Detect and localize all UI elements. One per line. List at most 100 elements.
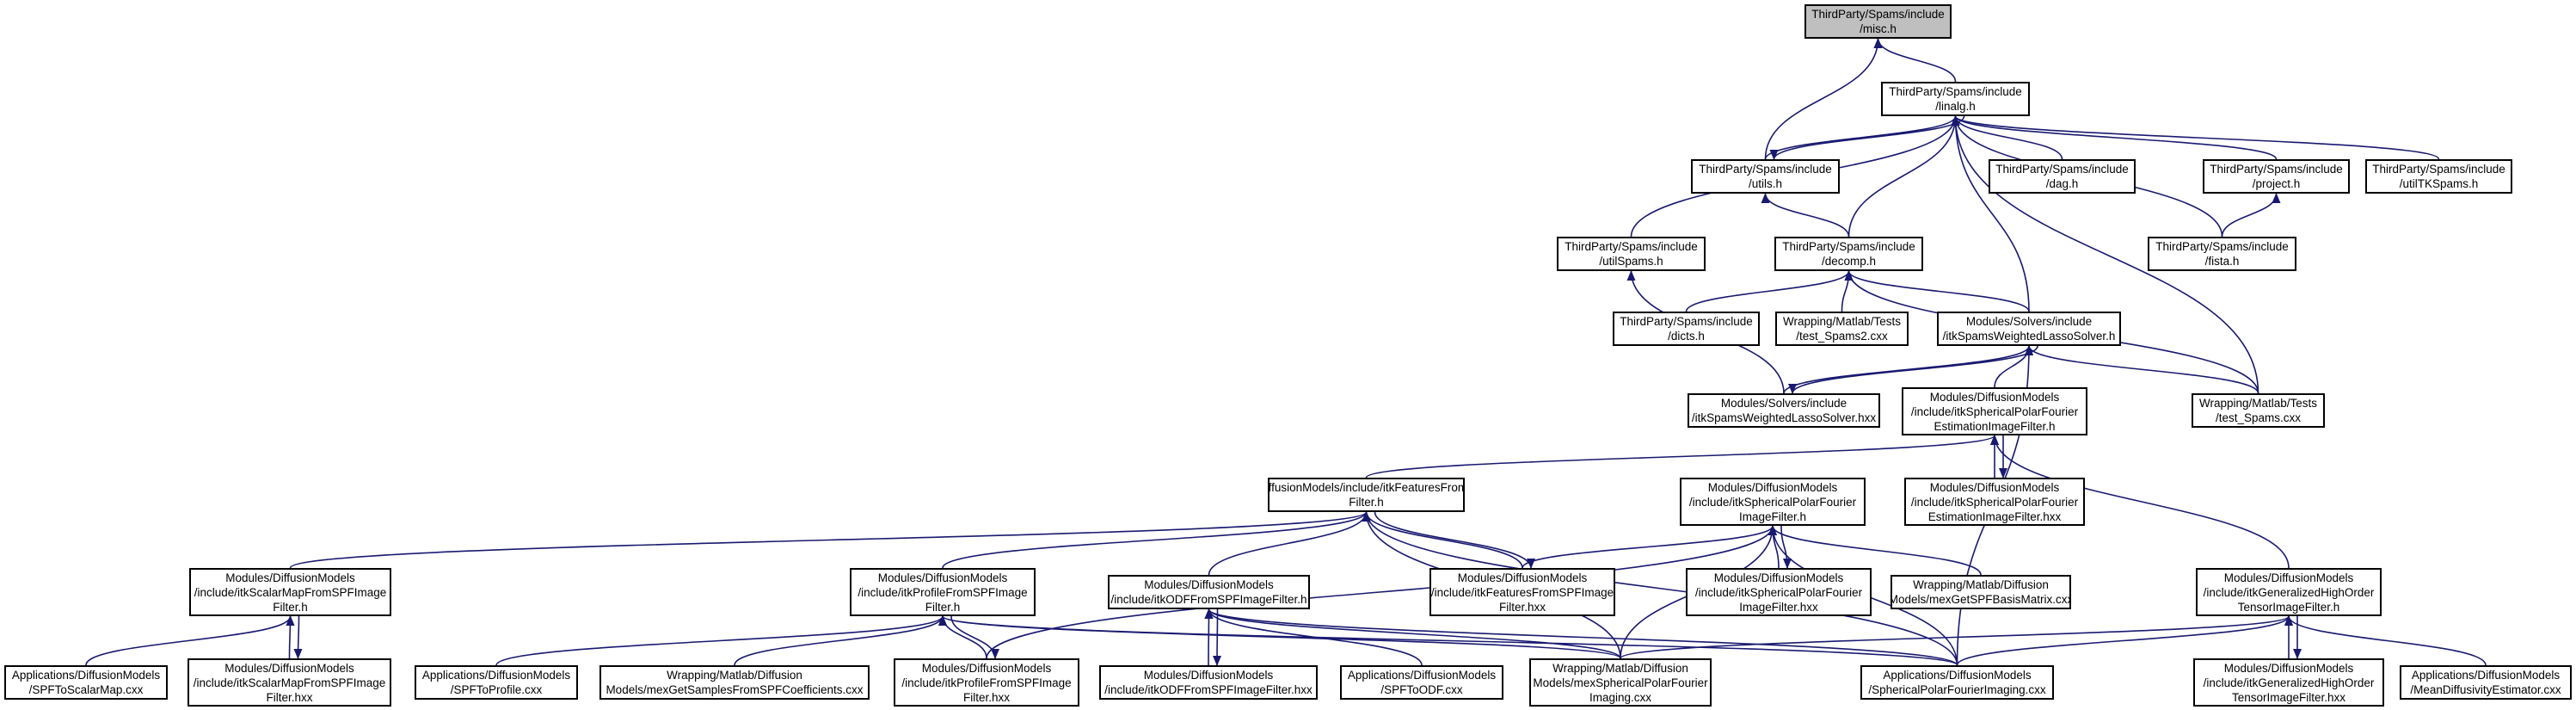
node-gho-tensor-filter-hxx-line2: /include/itkGeneralizedHighOrder	[2203, 676, 2375, 689]
edge-linalg-to-utils	[1769, 115, 1965, 160]
node-spf-to-profile-cxx-line2: /SPFToProfile.cxx	[450, 683, 543, 696]
node-gho-tensor-filter-hxx-line1: Modules/DiffusionModels	[2223, 661, 2354, 675]
node-spf-to-scalar-map-cxx-line1: Applications/DiffusionModels	[11, 669, 161, 682]
edge-mexsamples-to-profileh	[734, 615, 947, 666]
node-profile-filter-hxx[interactable]: Modules/DiffusionModels /include/itkProf…	[894, 658, 1079, 707]
node-spf-image-filter-hxx-line2: /include/itkSphericalPolarFourier	[1694, 585, 1863, 599]
node-scalar-map-filter-h-line3: Filter.h	[273, 600, 308, 614]
edge-ghoh-to-spfesth	[1990, 435, 2290, 569]
node-gho-tensor-filter-h-line1: Modules/DiffusionModels	[2223, 571, 2354, 584]
node-features-from-spf-filter-hxx[interactable]: Modules/DiffusionModels /include/itkFeat…	[1429, 568, 1615, 616]
node-dicts-h-line1: ThirdParty/Spams/include	[1620, 315, 1753, 328]
edge-odfhxx-to-odfh	[1204, 608, 1214, 666]
node-decomp-h-line2: /decomp.h	[1821, 255, 1877, 268]
node-spams-lasso-solver-hxx[interactable]: Modules/Solvers/include /itkSpamsWeighte…	[1688, 393, 1880, 428]
node-spf-image-filter-h[interactable]: Modules/DiffusionModels /include/itkSphe…	[1680, 478, 1866, 526]
node-spf-to-scalar-map-cxx[interactable]: Applications/DiffusionModels /SPFToScala…	[4, 665, 168, 700]
node-test-spams2-cxx[interactable]: Wrapping/Matlab/Tests /test_Spams2.cxx	[1775, 312, 1909, 346]
node-test-spams2-cxx-line2: /test_Spams2.cxx	[1796, 330, 1888, 343]
node-utils-h[interactable]: ThirdParty/Spams/include /utils.h	[1691, 159, 1840, 194]
node-fista-h[interactable]: ThirdParty/Spams/include /fista.h	[2148, 237, 2296, 271]
edge-spftoodf-to-odfh	[1204, 608, 1423, 666]
node-mex-spf-basis-matrix-cxx-line1: Wrapping/Matlab/Diffusion	[1913, 578, 2049, 591]
node-mean-diffusivity-estimator-cxx[interactable]: Applications/DiffusionModels /MeanDiffus…	[2400, 665, 2572, 700]
edge-scalarhxx-to-scalarh	[286, 615, 295, 659]
node-spams-lasso-solver-hxx-line2: /itkSpamsWeightedLassoSolver.hxx	[1691, 411, 1877, 424]
node-spf-image-filter-hxx[interactable]: Modules/DiffusionModels /include/itkSphe…	[1686, 568, 1872, 616]
node-utils-h-line1: ThirdParty/Spams/include	[1699, 163, 1832, 176]
node-odf-filter-hxx[interactable]: Modules/DiffusionModels /include/itkODFF…	[1099, 665, 1318, 700]
node-misc-h-line1: ThirdParty/Spams/include	[1811, 8, 1945, 21]
node-mean-diffusivity-estimator-cxx-line2: /MeanDiffusivityEstimator.cxx	[2410, 683, 2561, 696]
edge-testspams-to-linalg	[1951, 115, 2259, 394]
node-linalg-h-line1: ThirdParty/Spams/include	[1889, 85, 2022, 98]
node-mex-samples-from-spf-cxx[interactable]: Wrapping/Matlab/Diffusion Models/mexGetS…	[599, 665, 870, 700]
node-spf-to-odf-cxx[interactable]: Applications/DiffusionModels /SPFToODF.c…	[1340, 665, 1503, 700]
node-mex-spf-imaging-cxx[interactable]: Wrapping/Matlab/Diffusion Models/mexSphe…	[1529, 658, 1712, 707]
node-spf-image-filter-hxx-line3: ImageFilter.hxx	[1739, 600, 1818, 614]
node-features-from-spf-filter-h-line2: Filter.h	[1349, 496, 1384, 509]
node-mex-samples-from-spf-cxx-line1: Wrapping/Matlab/Diffusion	[667, 669, 802, 682]
node-mex-spf-imaging-cxx-line2: Models/mexSphericalPolarFourier	[1533, 676, 1708, 689]
edge-utils-to-misc	[1764, 38, 1883, 160]
edge-spfimgh-to-spfimghxx	[1780, 525, 1792, 569]
node-misc-h[interactable]: ThirdParty/Spams/include /misc.h	[1804, 4, 1952, 39]
node-dag-h[interactable]: ThirdParty/Spams/include /dag.h	[1989, 159, 2136, 194]
edge-spfimaging-to-odfh	[1204, 608, 1958, 666]
edge-odfh-to-featuresh	[1208, 511, 1371, 576]
node-linalg-h-line2: /linalg.h	[1935, 100, 1976, 113]
node-test-spams-cxx[interactable]: Wrapping/Matlab/Tests /test_Spams.cxx	[2192, 393, 2325, 428]
node-utilspams-h-line2: /utilSpams.h	[1599, 255, 1663, 268]
node-gho-tensor-filter-hxx[interactable]: Modules/DiffusionModels /include/itkGene…	[2193, 658, 2384, 707]
node-spf-estimation-filter-h-line3: EstimationImageFilter.h	[1934, 419, 2056, 433]
edge-decomp-to-utils	[1761, 193, 1850, 238]
node-scalar-map-filter-hxx[interactable]: Modules/DiffusionModels /include/itkScal…	[188, 658, 391, 707]
node-features-from-spf-filter-hxx-line3: Filter.hxx	[1498, 600, 1546, 614]
node-mex-spf-basis-matrix-cxx-line2: Models/mexGetSPFBasisMatrix.cxx	[1891, 593, 2071, 606]
node-gho-tensor-filter-h[interactable]: Modules/DiffusionModels /include/itkGene…	[2196, 568, 2382, 616]
node-mex-spf-basis-matrix-cxx[interactable]: Wrapping/Matlab/Diffusion Models/mexGetS…	[1891, 575, 2071, 609]
node-scalar-map-filter-hxx-line1: Modules/DiffusionModels	[224, 661, 354, 675]
node-spf-imaging-cxx-line1: Applications/DiffusionModels	[1883, 669, 2032, 682]
node-odf-filter-h[interactable]: Modules/DiffusionModels /include/itkODFF…	[1108, 575, 1310, 609]
node-decomp-h-line1: ThirdParty/Spams/include	[1782, 240, 1915, 253]
node-spams-lasso-solver-h[interactable]: Modules/Solvers/include /itkSpamsWeighte…	[1937, 312, 2121, 346]
node-scalar-map-filter-hxx-line3: Filter.hxx	[266, 690, 313, 704]
node-mex-samples-from-spf-cxx-line2: Models/mexGetSamplesFromSPFCoefficients.…	[606, 683, 864, 696]
node-utilspams-h[interactable]: ThirdParty/Spams/include /utilSpams.h	[1557, 237, 1706, 271]
node-utilspams-h-line1: ThirdParty/Spams/include	[1565, 240, 1698, 253]
node-spf-image-filter-h-line2: /include/itkSphericalPolarFourier	[1688, 495, 1857, 509]
node-spf-to-scalar-map-cxx-line2: /SPFToScalarMap.cxx	[28, 683, 144, 696]
node-spf-estimation-filter-h[interactable]: Modules/DiffusionModels /include/itkSphe…	[1902, 387, 2087, 435]
node-spams-lasso-solver-hxx-line1: Modules/Solvers/include	[1720, 397, 1847, 410]
node-features-from-spf-filter-hxx-line1: Modules/DiffusionModels	[1457, 571, 1588, 584]
node-odf-filter-h-line1: Modules/DiffusionModels	[1144, 578, 1274, 591]
edge-profileh-to-featuresh	[942, 511, 1371, 569]
node-profile-filter-hxx-line2: /include/itkProfileFromSPFImage	[901, 676, 1072, 689]
node-spf-estimation-filter-hxx[interactable]: Modules/DiffusionModels /include/itkSphe…	[1904, 478, 2085, 526]
node-spf-imaging-cxx[interactable]: Applications/DiffusionModels /SphericalP…	[1860, 665, 2054, 700]
edge-scalarh-to-scalarhxx	[293, 615, 303, 659]
node-scalar-map-filter-h[interactable]: Modules/DiffusionModels /include/itkScal…	[189, 568, 391, 616]
node-scalar-map-filter-h-line2: /include/itkScalarMapFromSPFImage	[194, 585, 387, 599]
node-profile-filter-h-line3: Filter.h	[925, 600, 961, 614]
node-profile-filter-h[interactable]: Modules/DiffusionModels /include/itkProf…	[850, 568, 1036, 616]
node-spf-to-odf-cxx-line2: /SPFToODF.cxx	[1380, 683, 1463, 696]
node-spf-to-profile-cxx-line1: Applications/DiffusionModels	[421, 669, 571, 682]
node-utiltkspams-h[interactable]: ThirdParty/Spams/include /utilTKSpams.h	[2365, 159, 2512, 194]
node-mex-spf-imaging-cxx-line1: Wrapping/Matlab/Diffusion	[1552, 661, 1688, 675]
node-linalg-h[interactable]: ThirdParty/Spams/include /linalg.h	[1881, 82, 2030, 116]
node-dag-h-line1: ThirdParty/Spams/include	[1995, 163, 2129, 176]
edge-utiltk-to-linalg	[1951, 115, 2440, 160]
node-dicts-h[interactable]: ThirdParty/Spams/include /dicts.h	[1613, 312, 1760, 346]
node-mean-diffusivity-estimator-cxx-line1: Applications/DiffusionModels	[2411, 669, 2561, 682]
node-features-from-spf-filter-h[interactable]: Modules/DiffusionModels/include/itkFeatu…	[1268, 478, 1465, 512]
node-decomp-h[interactable]: ThirdParty/Spams/include /decomp.h	[1774, 237, 1923, 271]
edge-fista-to-project	[2221, 193, 2281, 238]
edge-featureshxx-to-spfimgh	[1522, 525, 1777, 569]
node-project-h[interactable]: ThirdParty/Spams/include /project.h	[2203, 159, 2350, 194]
node-features-from-spf-filter-hxx-line2: /include/itkFeaturesFromSPFImage	[1430, 585, 1614, 599]
node-spf-to-profile-cxx[interactable]: Applications/DiffusionModels /SPFToProfi…	[415, 665, 578, 700]
